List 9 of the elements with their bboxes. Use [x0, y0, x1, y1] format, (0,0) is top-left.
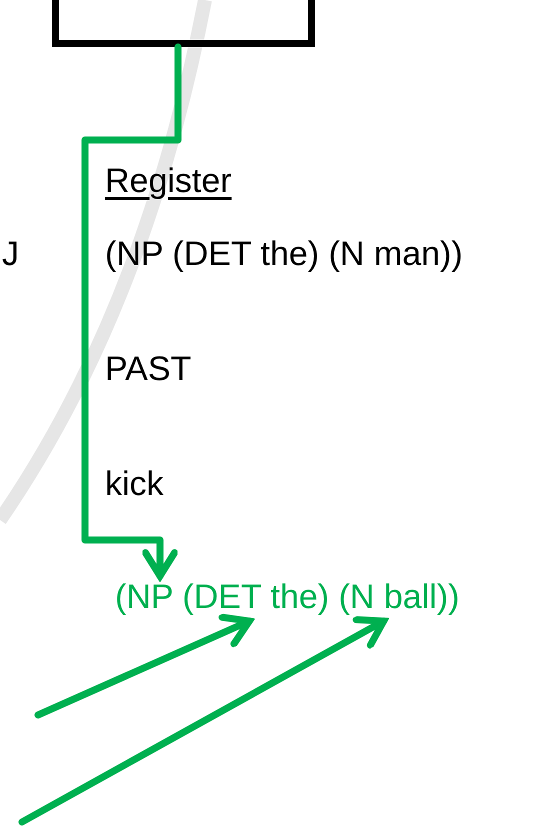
arrow — [34, 614, 253, 718]
label-text: (NP (DET the) (N man)) — [105, 235, 463, 274]
phrase-text: (NP (DET the) (N ball)) — [115, 578, 460, 618]
label-text: J — [2, 235, 19, 274]
arrow — [82, 44, 182, 580]
label-text: PAST — [105, 350, 192, 390]
label-text: kick — [105, 465, 164, 504]
arrow — [18, 616, 388, 826]
heading-text: Register — [105, 162, 232, 202]
